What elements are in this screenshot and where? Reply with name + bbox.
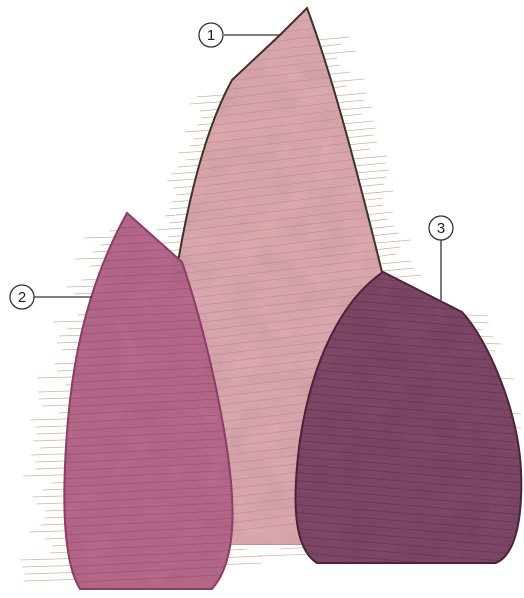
callout-1-number: 1 [207, 27, 215, 44]
callout-1: 1 [199, 23, 280, 47]
hatch-line [170, 2, 390, 28]
callout-3-number: 3 [437, 220, 445, 237]
callout-2-number: 2 [18, 289, 26, 306]
callout-3: 3 [429, 216, 453, 300]
hatch-line [170, 0, 390, 20]
callout-2: 2 [10, 285, 92, 309]
